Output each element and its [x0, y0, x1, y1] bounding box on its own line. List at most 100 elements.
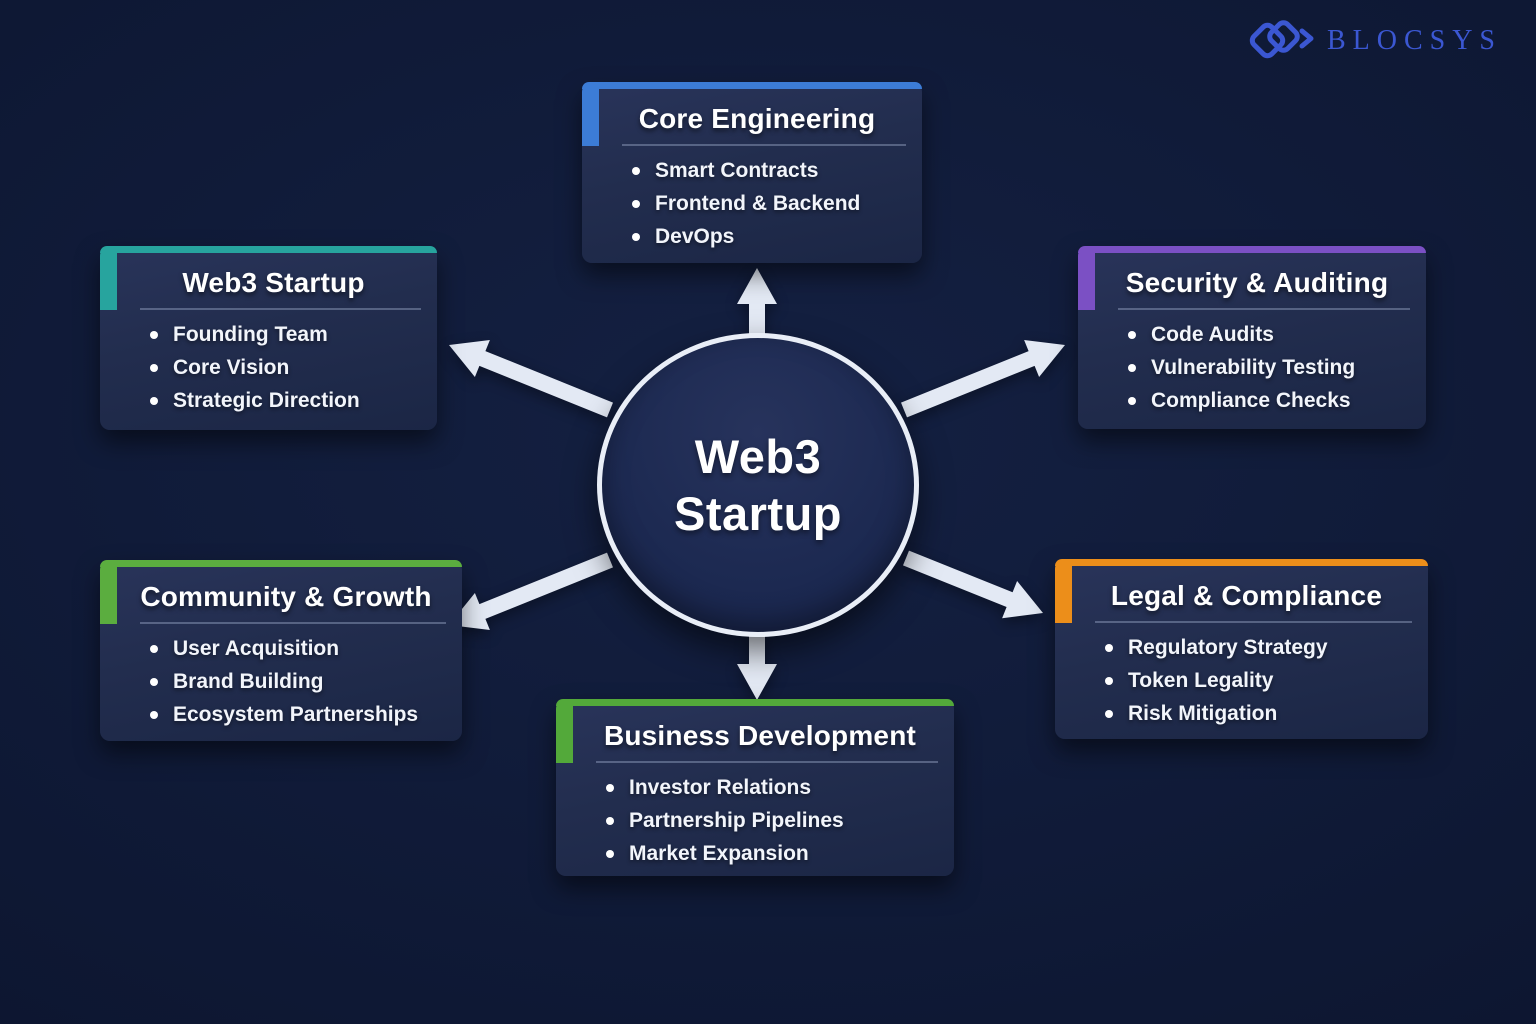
accent-bar [1078, 246, 1426, 253]
node-item-list: Code Audits Vulnerability Testing Compli… [1078, 318, 1426, 417]
node-business-development: Business Development Investor Relations … [556, 699, 954, 876]
node-item-label: Founding Team [173, 322, 328, 346]
accent-bar [100, 246, 437, 253]
title-divider [596, 761, 938, 763]
title-divider [1095, 621, 1412, 623]
bullet-dot [632, 232, 640, 241]
node-item: User Acquisition [150, 632, 452, 665]
node-item-label: Strategic Direction [173, 388, 360, 412]
brand-logo: BLOCSYS [1243, 16, 1502, 66]
node-item: Code Audits [1128, 318, 1416, 351]
node-item: Market Expansion [606, 837, 944, 870]
node-item-list: Regulatory Strategy Token Legality Risk … [1055, 631, 1428, 730]
accent-stripe [1078, 246, 1095, 310]
node-item: Ecosystem Partnerships [150, 698, 452, 731]
node-item-label: Token Legality [1128, 668, 1274, 692]
arrow-down-icon [737, 632, 777, 700]
arrow-upper-left-icon [449, 340, 613, 418]
node-item-label: Risk Mitigation [1128, 701, 1278, 725]
accent-bar [100, 560, 462, 567]
node-item: Frontend & Backend [632, 187, 912, 220]
accent-stripe [100, 560, 117, 624]
bullet-dot [1128, 330, 1136, 339]
arrow-lower-right-icon [903, 550, 1043, 619]
node-legal-compliance: Legal & Compliance Regulatory Strategy T… [1055, 559, 1428, 739]
node-item-label: Market Expansion [629, 841, 809, 865]
node-item-label: Vulnerability Testing [1151, 355, 1356, 379]
bullet-dot [1105, 709, 1113, 718]
node-title: Business Development [603, 719, 917, 751]
node-item-list: Investor Relations Partnership Pipelines… [556, 771, 954, 870]
node-title: Core Engineering [638, 102, 876, 134]
node-item: Token Legality [1105, 664, 1418, 697]
node-item-list: Founding Team Core Vision Strategic Dire… [100, 318, 437, 417]
accent-stripe [1055, 559, 1072, 623]
node-item: Brand Building [150, 665, 452, 698]
node-item: Core Vision [150, 351, 427, 384]
node-item-label: Investor Relations [629, 775, 812, 799]
node-item-label: Compliance Checks [1151, 388, 1351, 412]
node-item-list: Smart Contracts Frontend & Backend DevOp… [582, 154, 922, 253]
node-item: Smart Contracts [632, 154, 912, 187]
title-divider [140, 622, 446, 624]
accent-stripe [100, 246, 117, 310]
node-item: Vulnerability Testing [1128, 351, 1416, 384]
bullet-dot [150, 644, 158, 653]
node-security-auditing: Security & Auditing Code Audits Vulnerab… [1078, 246, 1426, 429]
bullet-dot [150, 396, 158, 405]
node-core-engineering: Core Engineering Smart Contracts Fronten… [582, 82, 922, 263]
node-title: Security & Auditing [1125, 266, 1389, 298]
arrow-lower-left-icon [449, 552, 613, 630]
center-node-title-line2: Startup [674, 487, 842, 540]
center-node-web3-startup: Web3 Startup [597, 333, 919, 637]
node-item-label: Regulatory Strategy [1128, 635, 1328, 659]
node-item-label: Partnership Pipelines [629, 808, 844, 832]
bullet-dot [632, 166, 640, 175]
title-divider [622, 144, 906, 146]
node-community-growth: Community & Growth User Acquisition Bran… [100, 560, 462, 741]
bullet-dot [606, 783, 614, 792]
node-item-label: Ecosystem Partnerships [173, 702, 419, 726]
node-item-label: Brand Building [173, 669, 324, 693]
brand-name: BLOCSYS [1326, 25, 1502, 56]
title-divider [1118, 308, 1410, 310]
blocsys-diamonds-icon [1249, 20, 1314, 59]
bullet-dot [150, 330, 158, 339]
arrow-up-icon [737, 268, 777, 340]
node-item-label: Frontend & Backend [655, 191, 861, 215]
node-web3-startup: Web3 Startup Founding Team Core Vision S… [100, 246, 437, 430]
node-item: Investor Relations [606, 771, 944, 804]
bullet-dot [606, 816, 614, 825]
node-item-label: User Acquisition [173, 636, 340, 660]
node-item: Risk Mitigation [1105, 697, 1418, 730]
node-item-list: User Acquisition Brand Building Ecosyste… [100, 632, 462, 731]
node-item-label: Core Vision [173, 355, 290, 379]
node-item: Compliance Checks [1128, 384, 1416, 417]
bullet-dot [1105, 676, 1113, 685]
accent-stripe [556, 699, 573, 763]
accent-stripe [582, 82, 599, 146]
bullet-dot [150, 363, 158, 372]
node-item: DevOps [632, 220, 912, 253]
accent-bar [582, 82, 922, 89]
node-title: Legal & Compliance [1110, 579, 1383, 611]
center-node-title-line1: Web3 [694, 430, 822, 483]
node-title: Community & Growth [140, 580, 432, 612]
accent-bar [1055, 559, 1428, 566]
bullet-dot [1128, 396, 1136, 405]
node-item: Strategic Direction [150, 384, 427, 417]
node-item: Regulatory Strategy [1105, 631, 1418, 664]
node-item: Partnership Pipelines [606, 804, 944, 837]
bullet-dot [606, 849, 614, 858]
arrow-upper-right-icon [901, 340, 1065, 418]
bullet-dot [150, 677, 158, 686]
bullet-dot [1105, 643, 1113, 652]
node-item-label: Smart Contracts [655, 158, 819, 182]
accent-bar [556, 699, 954, 706]
bullet-dot [150, 710, 158, 719]
title-divider [140, 308, 421, 310]
node-item-label: DevOps [655, 224, 735, 248]
node-title: Web3 Startup [182, 266, 365, 298]
